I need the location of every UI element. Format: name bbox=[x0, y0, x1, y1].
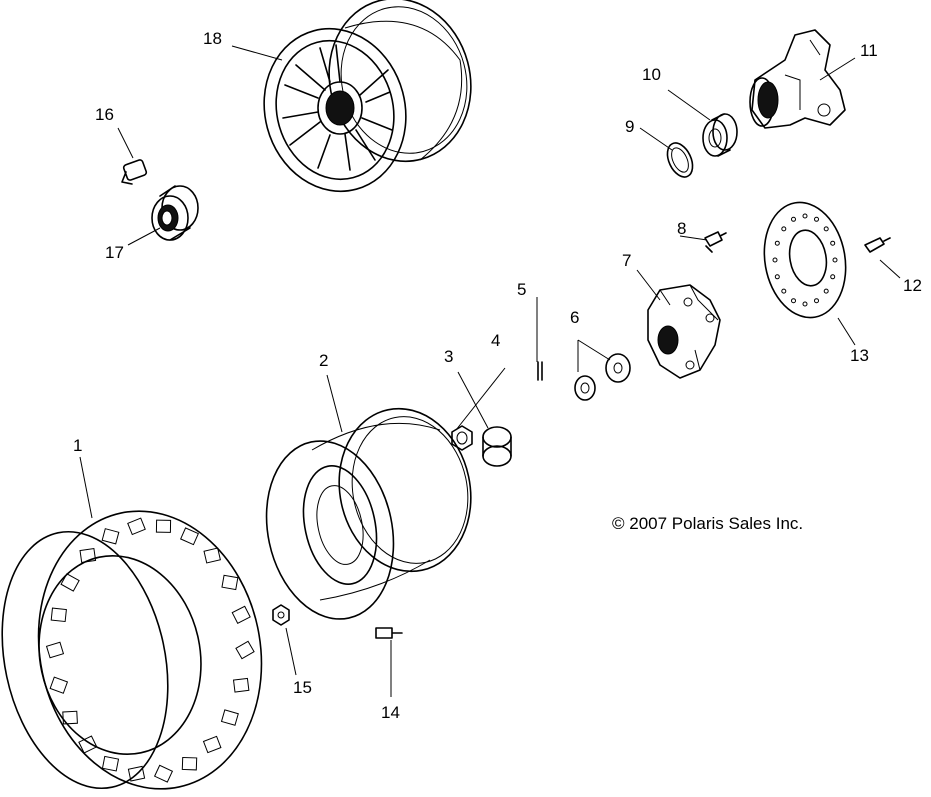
leader-lines bbox=[79, 45, 901, 697]
tread-block bbox=[45, 641, 65, 659]
part-8-bolt bbox=[704, 231, 727, 253]
tread-block bbox=[78, 735, 98, 754]
disc-hole bbox=[802, 301, 808, 307]
callout-2: 2 bbox=[319, 351, 328, 370]
tread-block bbox=[155, 519, 172, 533]
disc-hole bbox=[830, 274, 836, 280]
disc-hole bbox=[830, 240, 836, 246]
callout-11: 11 bbox=[860, 41, 878, 60]
part-5-cotter-pin bbox=[537, 361, 543, 381]
part-6-washers bbox=[574, 353, 631, 401]
tread-block bbox=[127, 517, 146, 536]
part-9-snap-ring bbox=[666, 142, 694, 178]
disc-hole bbox=[781, 288, 787, 294]
tread-block bbox=[49, 676, 69, 694]
tread-block bbox=[79, 548, 97, 563]
callout-18: 18 bbox=[203, 29, 222, 48]
callout-5: 5 bbox=[517, 280, 526, 299]
callout-9: 9 bbox=[625, 117, 634, 136]
part-10-bearing bbox=[702, 113, 738, 157]
tread-block bbox=[127, 765, 146, 782]
callout-3: 3 bbox=[444, 347, 453, 366]
tread-block bbox=[203, 547, 221, 564]
tread-block bbox=[221, 574, 239, 591]
callout-17: 17 bbox=[105, 243, 124, 262]
disc-hole bbox=[802, 213, 808, 219]
callout-10: 10 bbox=[642, 65, 661, 84]
callout-4: 4 bbox=[491, 331, 500, 350]
callout-1: 1 bbox=[73, 436, 82, 455]
disc-hole bbox=[823, 226, 829, 232]
callout-6: 6 bbox=[570, 308, 579, 327]
disc-hole bbox=[791, 298, 796, 304]
callout-14: 14 bbox=[381, 703, 400, 722]
callout-12: 12 bbox=[903, 276, 922, 295]
tread-block bbox=[101, 528, 120, 545]
part-7-wheel-hub bbox=[647, 284, 721, 379]
tread-block bbox=[220, 709, 239, 726]
disc-hole bbox=[823, 288, 829, 294]
callout-13: 13 bbox=[850, 346, 869, 365]
tread-block bbox=[60, 573, 80, 592]
part-16-stud bbox=[121, 159, 148, 185]
part-11-knuckle bbox=[749, 29, 846, 129]
disc-hole bbox=[832, 257, 838, 263]
disc-hole bbox=[814, 298, 819, 304]
tread-block bbox=[181, 756, 198, 771]
callout-16: 16 bbox=[95, 105, 114, 124]
disc-hole bbox=[772, 257, 778, 263]
disc-hole bbox=[774, 240, 780, 246]
disc-hole bbox=[774, 274, 780, 280]
tread-block bbox=[202, 735, 222, 754]
disc-hole bbox=[791, 216, 796, 222]
part-13-brake-disc bbox=[763, 201, 847, 319]
part-3-spacer bbox=[482, 426, 512, 467]
part-14-bolt bbox=[375, 627, 403, 639]
part-1-tire bbox=[1, 510, 263, 790]
tread-block bbox=[101, 755, 120, 772]
copyright-text: © 2007 Polaris Sales Inc. bbox=[612, 514, 803, 533]
part-2-wheel-rim bbox=[265, 407, 472, 620]
disc-hole bbox=[814, 216, 819, 222]
disc-hole bbox=[781, 226, 787, 232]
callout-15: 15 bbox=[293, 678, 312, 697]
tread-block bbox=[180, 527, 199, 546]
callout-numbers: 18 16 17 11 10 9 12 13 8 7 6 5 4 3 2 1 1… bbox=[73, 29, 922, 722]
tread-block bbox=[232, 677, 250, 693]
tread-block bbox=[62, 710, 78, 725]
part-15-lug-nut bbox=[272, 604, 290, 626]
part-4-castle-nut bbox=[451, 425, 473, 451]
callout-7: 7 bbox=[622, 251, 631, 270]
part-18-wheel-rim bbox=[263, 0, 472, 193]
tread-block bbox=[50, 607, 67, 623]
part-12-bolt bbox=[864, 237, 891, 253]
tread-block bbox=[231, 605, 251, 624]
tread-block bbox=[153, 764, 174, 783]
callout-8: 8 bbox=[677, 219, 686, 238]
part-17-bearing bbox=[151, 185, 199, 241]
tread-block bbox=[235, 640, 255, 660]
